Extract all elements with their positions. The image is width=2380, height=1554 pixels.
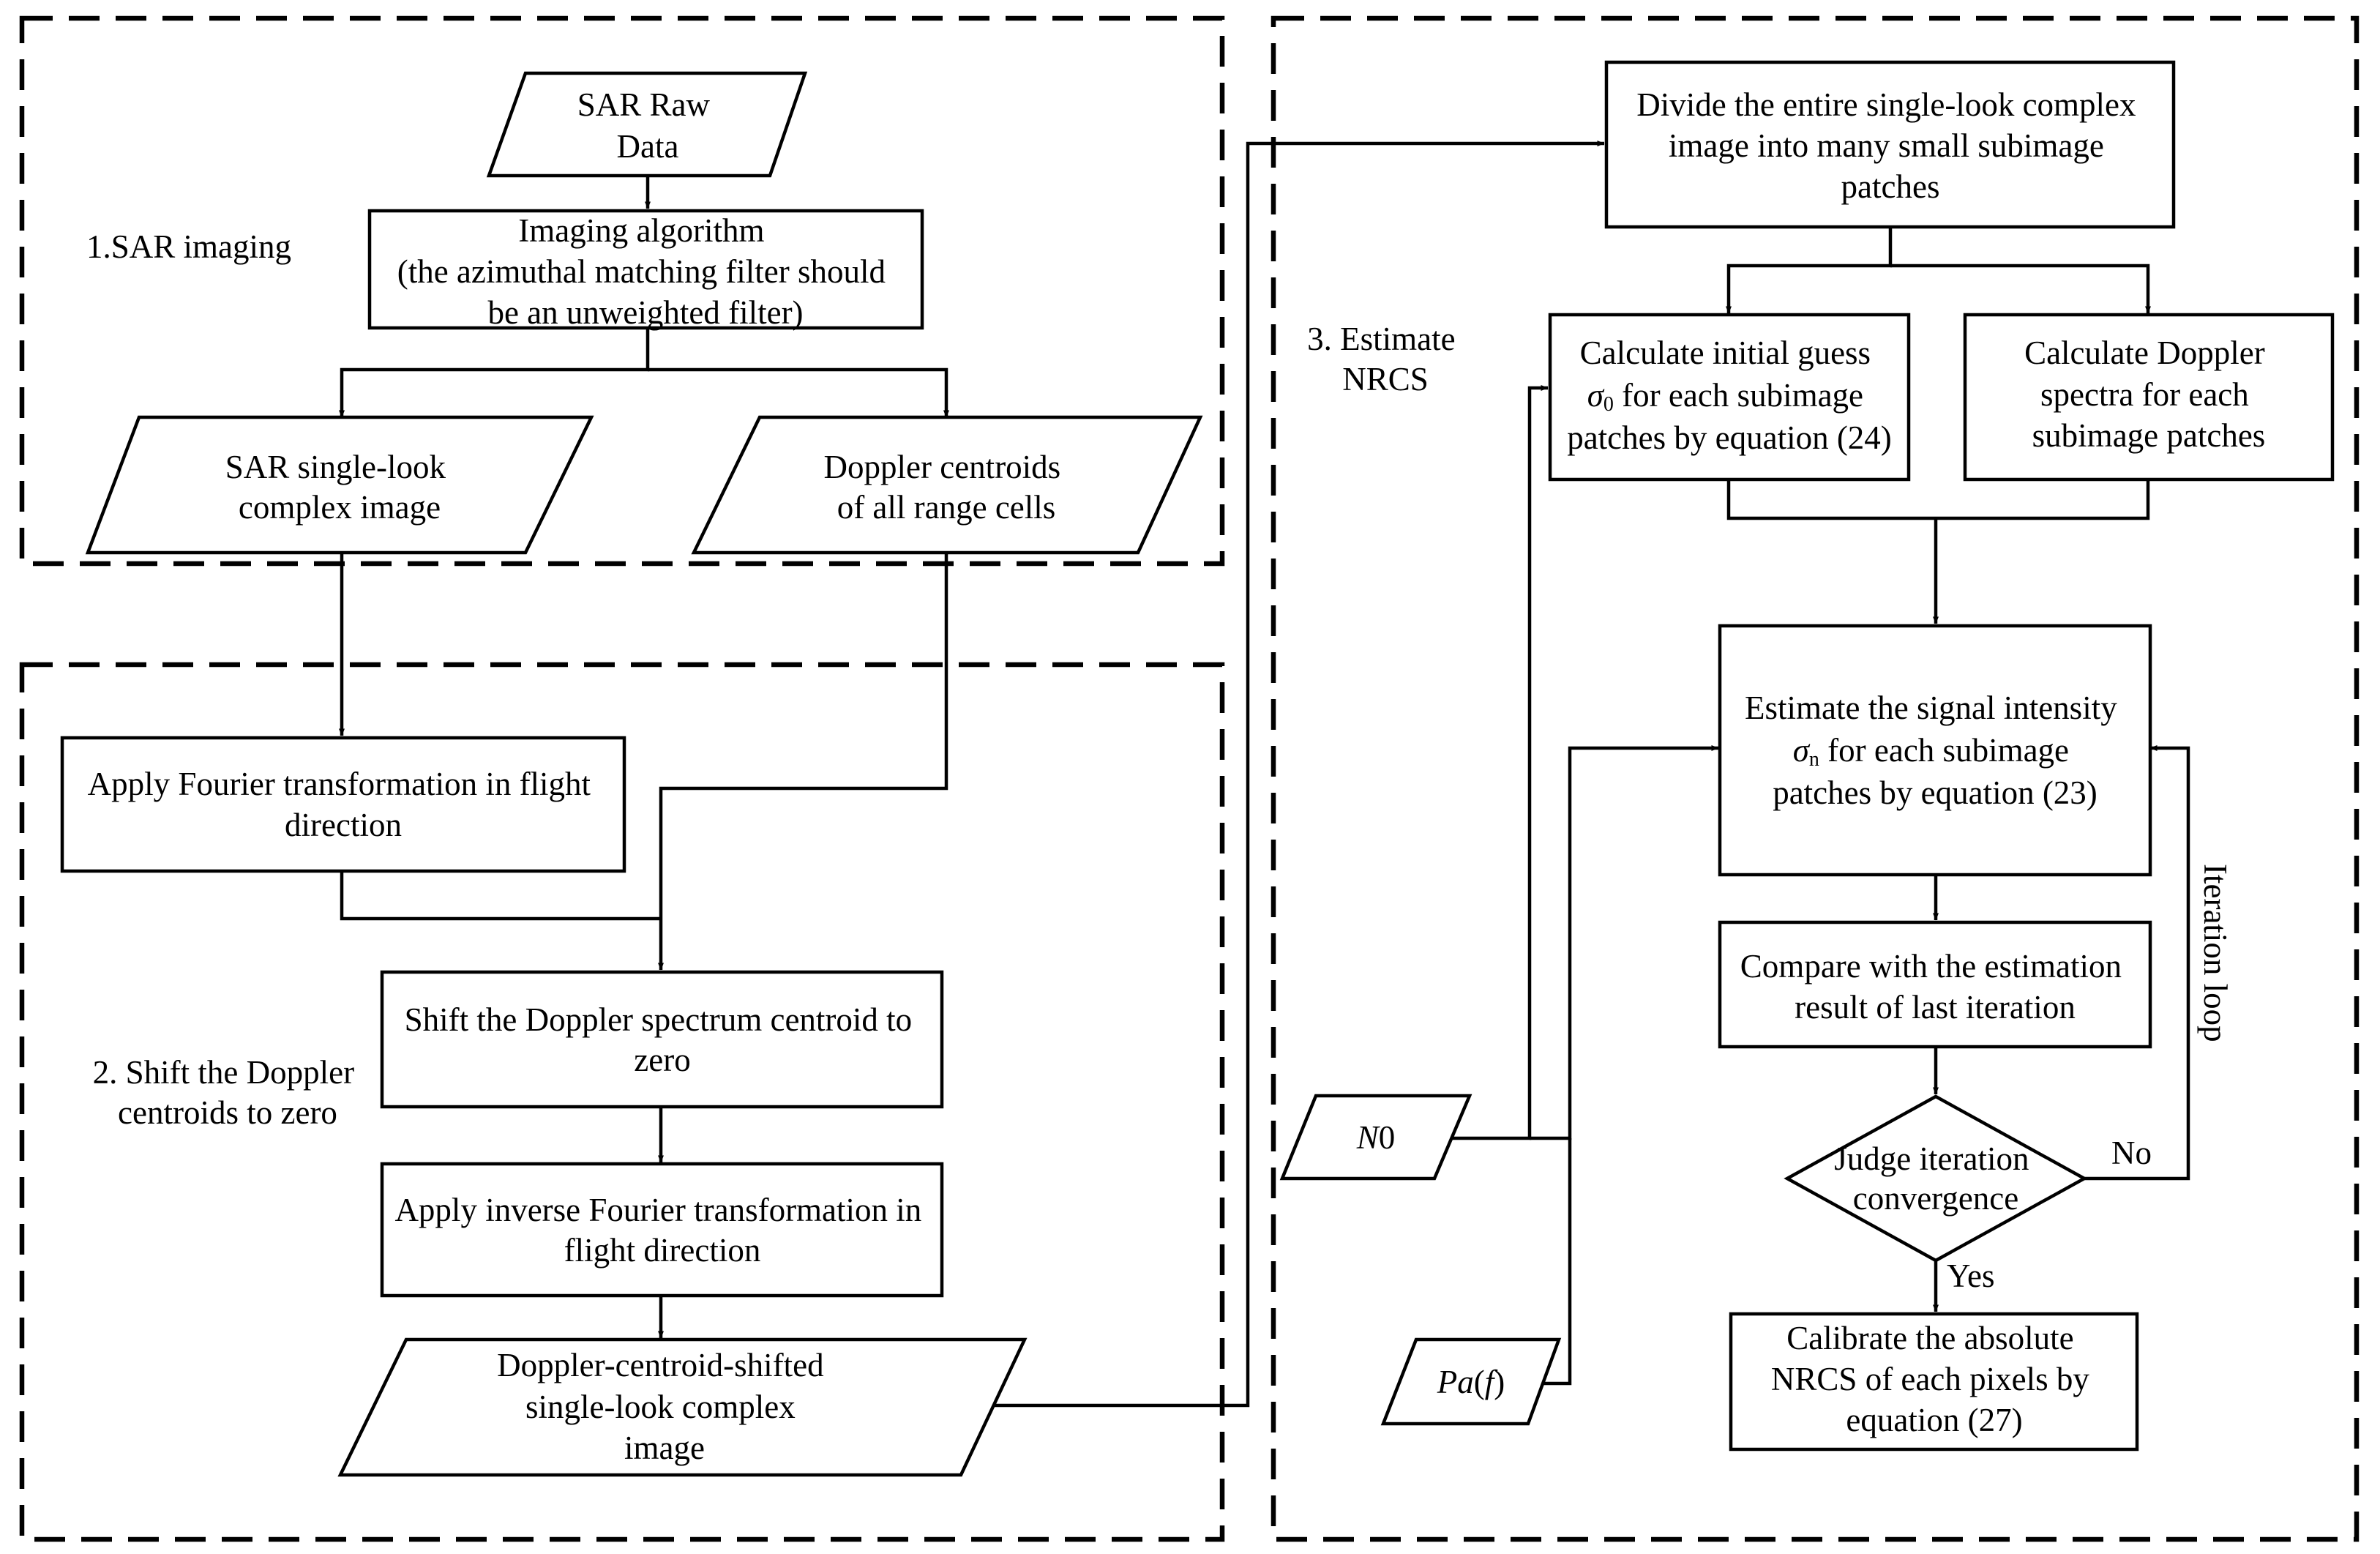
region-label-estimate-nrcs: 3. Estimate NRCS <box>1307 321 1464 397</box>
node-calculate-doppler-spectra: Calculate Doppler spectra for each subim… <box>1963 313 2335 482</box>
svg-text:Judge iteration converge: Judge iteration convergence <box>1834 1140 2037 1217</box>
edge-divide-to-initial-guess <box>1726 227 1893 314</box>
edge-n0-to-estimate <box>1530 745 1719 1140</box>
node-compare-estimation: Compare with the estimation result of la… <box>1718 920 2152 1049</box>
svg-text:Pa(f): Pa(f) <box>1437 1364 1505 1400</box>
no-label: No <box>2111 1135 2152 1171</box>
svg-text:Compare with the estimation: Compare with the estimation result of la… <box>1740 948 2130 1026</box>
yes-label: Yes <box>1947 1258 1994 1294</box>
svg-text:Shift the Doppler spectrum cen: Shift the Doppler spectrum centroid to z… <box>405 1001 921 1078</box>
svg-text:Doppler-centroid-shifted: Doppler-centroid-shifted single-look com… <box>497 1347 832 1466</box>
svg-text:Calibrate the absolute N: Calibrate the absolute NRCS of each pixe… <box>1771 1320 2098 1438</box>
svg-text:Estimate the signal intensity: Estimate the signal intensity σn for eac… <box>1745 690 2125 811</box>
node-sar-single-look-complex-image: SAR single-look complex image <box>85 415 594 555</box>
edge-judge-no-loop <box>2084 745 2190 1181</box>
svg-text:Doppler centroids of all: Doppler centroids of all range cells <box>824 449 1069 526</box>
region-label-shift-doppler: 2. Shift the Doppler centroids to zero <box>93 1054 363 1131</box>
node-divide-image: Divide the entire single-look complex im… <box>1604 60 2176 229</box>
edge-imaging-to-slc <box>339 328 650 418</box>
svg-text:Calculate initial guess: Calculate initial guess σ0 for each subi… <box>1567 335 1892 456</box>
node-doppler-centroids: Doppler centroids of all range cells <box>691 415 1203 555</box>
edge-merge-calculations <box>1726 479 2150 520</box>
svg-text:Calculate Doppler spectr: Calculate Doppler spectra for each subim… <box>2024 335 2273 454</box>
node-apply-fourier: Apply Fourier transformation in flight d… <box>60 736 626 873</box>
node-shift-doppler-centroid: Shift the Doppler spectrum centroid to z… <box>380 970 944 1109</box>
edge-centroids-to-shift <box>658 553 948 971</box>
node-judge-convergence: Judge iteration convergence <box>1784 1094 2088 1263</box>
connectors <box>339 141 2190 1408</box>
node-sar-raw-data: SAR Raw Data <box>486 71 808 178</box>
svg-text:Imaging algorithm (the a: Imaging algorithm (the azimuthal matchin… <box>397 212 894 331</box>
edge-shifted-to-divide <box>961 141 1605 1408</box>
svg-text:Divide the entire single-look: Divide the entire single-look complex im… <box>1636 86 2144 205</box>
edge-n0-to-initial-guess <box>1449 385 1549 1140</box>
region-estimate-nrcs <box>1271 15 2360 1542</box>
edge-imaging-to-doppler-centroids <box>648 367 949 418</box>
svg-text:SAR Raw Data: SAR Raw Data <box>577 86 719 165</box>
node-estimate-signal-intensity: Estimate the signal intensity σn for eac… <box>1718 624 2152 877</box>
node-doppler-centroid-shifted-image: Doppler-centroid-shifted single-look com… <box>337 1337 1028 1477</box>
edge-divide-to-doppler-spectra <box>1890 264 2151 314</box>
svg-text:N0: N0 <box>1356 1119 1396 1156</box>
region-label-sar-imaging: 1.SAR imaging <box>86 228 291 265</box>
region-sar-imaging <box>19 15 1225 567</box>
iteration-loop-label: Iteration loop <box>2197 864 2234 1042</box>
svg-text:Apply inverse Fourier transfor: Apply inverse Fourier transformation in … <box>394 1192 929 1269</box>
svg-text:SAR single-look complex: SAR single-look complex image <box>225 449 454 526</box>
node-pa-f-input: Pa(f) <box>1380 1337 1562 1426</box>
region-shift-doppler <box>19 662 1225 1542</box>
node-n0-input: N0 <box>1279 1094 1472 1181</box>
node-calculate-initial-guess: Calculate initial guess σ0 for each subi… <box>1548 313 1911 482</box>
node-calibrate-nrcs: Calibrate the absolute NRCS of each pixe… <box>1729 1312 2139 1452</box>
node-imaging-algorithm: Imaging algorithm (the azimuthal matchin… <box>367 209 924 331</box>
node-apply-inverse-fourier: Apply inverse Fourier transformation in … <box>380 1162 944 1298</box>
edge-pa-to-estimate <box>1537 1138 1572 1386</box>
edge-fourier-to-shift <box>340 871 661 921</box>
svg-text:Apply Fourier transformation i: Apply Fourier transformation in flight d… <box>88 766 599 843</box>
